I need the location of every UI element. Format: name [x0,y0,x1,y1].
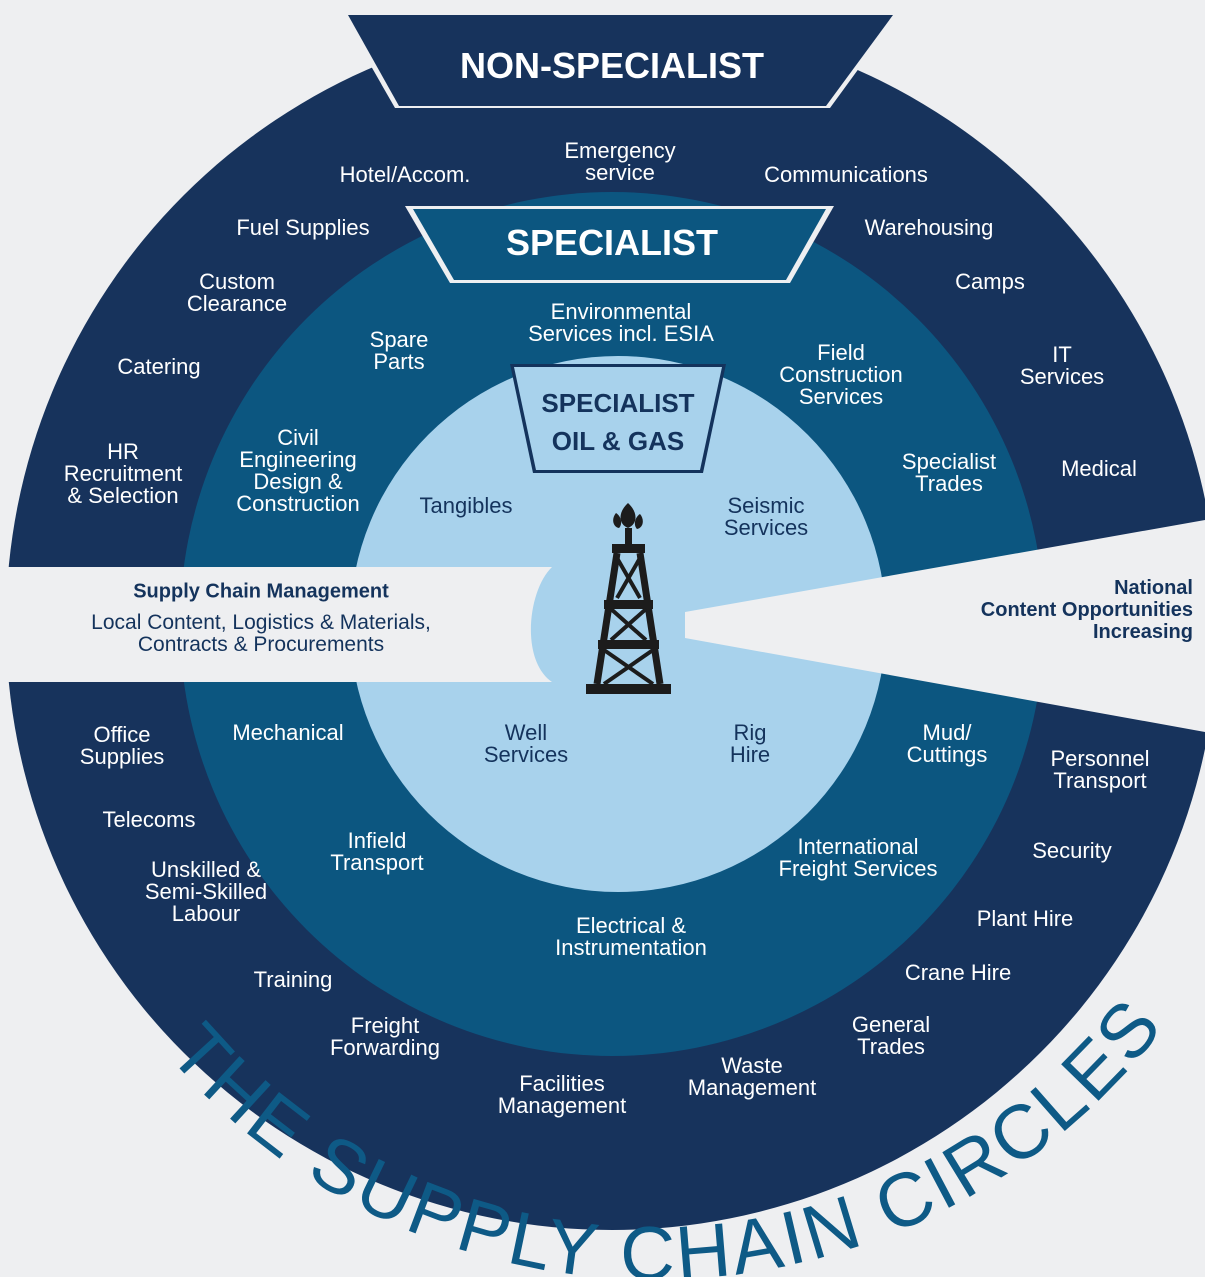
middle-item: Mechanical [232,720,344,745]
outer-item: Office Supplies [79,722,165,769]
middle-item: Mud/ Cuttings [906,720,988,767]
supply-chain-management-description: Local Content, Logistics & Materials, Co… [91,611,431,656]
national-content-wedge [685,520,1205,732]
outer-item: Unskilled & Semi-Skilled Labour [144,857,268,926]
outer-item: Telecoms [102,807,196,832]
outer-item: Warehousing [864,215,994,240]
inner-item: Well Services [483,720,569,767]
outer-item: Emergency service [564,138,676,185]
outer-item: Medical [1061,456,1137,481]
middle-item: Environmental Services incl. ESIA [528,299,714,346]
supply-chain-management-band [0,567,552,682]
outer-item: Camps [955,269,1025,294]
specialist-oil-gas-banner-fill [514,367,722,470]
outer-item: Plant Hire [976,906,1074,931]
outer-item: HR Recruitment & Selection [63,439,183,508]
non-specialist-banner-fill [348,15,893,106]
outer-item: Waste Management [687,1053,817,1100]
national-content-label: National Content Opportunities Increasin… [980,577,1193,643]
outer-item: Personnel Transport [1050,746,1150,793]
outer-item: General Trades [851,1012,931,1059]
outer-item: Communications [764,162,928,187]
outer-item: Catering [117,354,201,379]
middle-item: International Freight Services [778,834,938,881]
middle-item: Spare Parts [369,327,429,374]
supply-chain-management-title: Supply Chain Management [133,580,389,603]
inner-item: Seismic Services [723,493,809,540]
outer-item: Crane Hire [904,960,1012,985]
inner-item: Tangibles [419,493,513,518]
specialist-heading: SPECIALIST [505,222,719,263]
outer-item: IT Services [1019,342,1105,389]
outer-item: Custom Clearance [186,269,288,316]
oil-derrick-icon [586,503,671,694]
specialist-banner-fill [413,209,826,280]
middle-item: Electrical & Instrumentation [555,913,707,960]
middle-item: Field Construction Services [779,340,903,409]
outer-item: Freight Forwarding [329,1013,441,1060]
middle-item: Specialist Trades [901,449,997,496]
inner-circle-specialist-oil-gas [350,356,886,892]
inner-item: Rig Hire [729,720,771,767]
middle-item: Infield Transport [330,828,424,875]
outer-item: Security [1032,838,1112,863]
specialist-oil-gas-heading: SPECIALIST OIL & GAS [541,388,695,456]
non-specialist-heading: NON-SPECIALIST [459,45,765,86]
middle-item: Civil Engineering Design & Construction [236,425,360,516]
outer-item: Facilities Management [497,1071,627,1118]
outer-item: Hotel/Accom. [339,162,471,187]
outer-item: Fuel Supplies [236,215,370,240]
outer-item: Training [253,967,333,992]
